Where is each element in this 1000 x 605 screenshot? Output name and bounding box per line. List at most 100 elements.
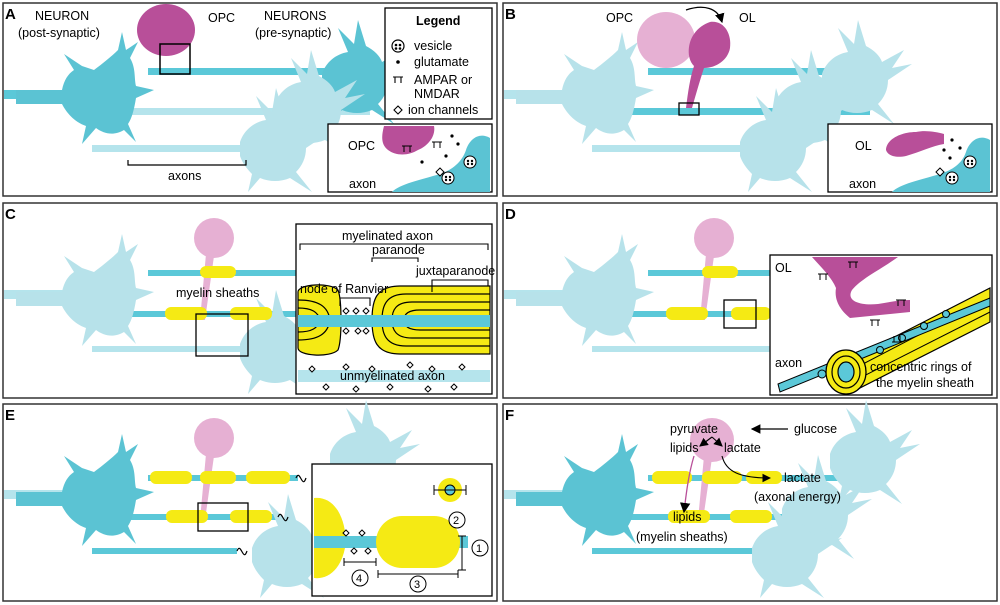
panel-letter: C <box>5 206 16 223</box>
panel-e: E 1 <box>2 400 498 602</box>
axon-label: axon <box>775 356 802 370</box>
axonal-energy-label: (axonal energy) <box>754 490 841 504</box>
lipids-sheath-label: lipids <box>673 510 702 524</box>
lipids-arrow <box>679 455 695 514</box>
ol-process <box>886 131 944 157</box>
myelin-sheath <box>730 510 772 523</box>
vesicle-icon <box>441 171 455 185</box>
ol-cell <box>194 218 234 258</box>
ol-label: OL <box>775 261 792 275</box>
ol-cell <box>690 418 734 462</box>
inset-ol-label: OL <box>855 139 872 153</box>
ol-process <box>812 257 910 318</box>
panel-letter: B <box>505 6 516 23</box>
node-bracket <box>339 297 371 306</box>
zoom-box <box>723 299 757 329</box>
number-2: 2 <box>453 515 459 527</box>
differentiation-arrow <box>685 6 725 24</box>
opc-cell <box>137 4 195 56</box>
ol-cell <box>694 218 734 258</box>
axon <box>620 108 870 115</box>
paranode-label: paranode <box>372 243 425 257</box>
zoom-box <box>678 102 700 116</box>
legend-frame <box>384 7 493 120</box>
paranode-bracket <box>371 257 419 262</box>
juxtaparanode-bracket <box>431 279 489 292</box>
node-inset: myelinated axon paranode juxtaparanode n… <box>295 223 495 395</box>
axon <box>648 68 828 75</box>
panel-letter: F <box>505 407 514 424</box>
zoom-box <box>159 43 191 75</box>
vesicle-icon <box>463 155 477 169</box>
neurons-pre-label: NEURONS <box>264 9 327 23</box>
glucose-label: glucose <box>794 422 837 436</box>
axon <box>148 68 348 75</box>
ol-cell <box>686 21 731 109</box>
synapse-inset: OPC axon <box>327 123 493 193</box>
neurons-pre-label: (pre-synaptic) <box>255 26 331 40</box>
panel-f: F pyruvate glucose lipids lactate lactat… <box>502 400 998 602</box>
neuron-post-label: (post-synaptic) <box>18 26 100 40</box>
myelinated-axon-label: myelinated axon <box>342 229 433 243</box>
panel-b: B OPC OL OL axon <box>502 2 998 197</box>
myelin-sheath <box>702 266 738 278</box>
number-4: 4 <box>356 573 362 585</box>
axon <box>592 145 802 152</box>
zoom-box <box>197 502 249 532</box>
axon <box>620 514 810 520</box>
action-potential-icon <box>295 474 307 483</box>
myelin-sheaths-label: (myelin sheaths) <box>636 530 728 544</box>
axons-bracket <box>127 160 247 166</box>
axon-terminal <box>392 135 490 192</box>
axon <box>592 548 762 554</box>
axon <box>92 548 237 554</box>
receptor-icon <box>432 141 442 148</box>
number-1: 1 <box>476 543 482 555</box>
conduction-inset: 1 2 3 4 <box>311 463 493 597</box>
panel-c: C myelin sheaths <box>2 202 498 399</box>
legend-glutamate: glutamate <box>414 55 469 69</box>
panel-letter: A <box>5 6 16 23</box>
unmyelinated-axon-label: unmyelinated axon <box>340 369 445 383</box>
axon <box>92 145 302 152</box>
myelin-sheath <box>652 471 692 484</box>
neuron-post-label: NEURON <box>35 9 89 23</box>
opc-cell <box>637 12 695 68</box>
zoom-box <box>195 313 249 357</box>
axon <box>92 346 302 352</box>
legend-ampar: AMPAR or <box>414 73 472 87</box>
myelin-sheath <box>702 471 742 484</box>
panel-letter: E <box>5 407 15 424</box>
ol-cell <box>194 418 234 458</box>
pyruvate-label: pyruvate <box>670 422 718 436</box>
myelin-sheath <box>666 307 708 320</box>
opc-process <box>382 126 435 155</box>
opc-label: OPC <box>606 11 633 25</box>
myelinated-bracket <box>299 243 489 250</box>
rings-label: the myelin sheath <box>876 376 974 390</box>
lactate-label: lactate <box>724 441 761 455</box>
axon <box>648 475 838 481</box>
myelin-sheath <box>668 510 710 523</box>
vesicle-icon <box>391 39 405 53</box>
panel-letter: D <box>505 206 516 223</box>
myelin-sheath <box>731 307 771 320</box>
myelin-sheath <box>230 510 272 523</box>
axon-terminal <box>892 137 990 192</box>
myelinated-axon <box>298 315 490 327</box>
myelin-sheath <box>230 307 272 320</box>
rings-label: concentric rings of <box>870 360 972 374</box>
receptor-icon <box>393 76 403 83</box>
myelin-sheath <box>150 471 192 484</box>
lipids-label: lipids <box>670 441 699 455</box>
legend-vesicle: vesicle <box>414 39 452 53</box>
myelin-sheaths-label: myelin sheaths <box>176 286 259 300</box>
axon <box>120 108 370 115</box>
number-3: 3 <box>414 579 420 591</box>
lactate-out-label: lactate <box>784 471 821 485</box>
unmyelinated-axon <box>298 370 490 382</box>
axons-label: axons <box>168 169 201 183</box>
vesicle-icon <box>963 155 977 169</box>
inset-axon-label: axon <box>349 177 376 191</box>
